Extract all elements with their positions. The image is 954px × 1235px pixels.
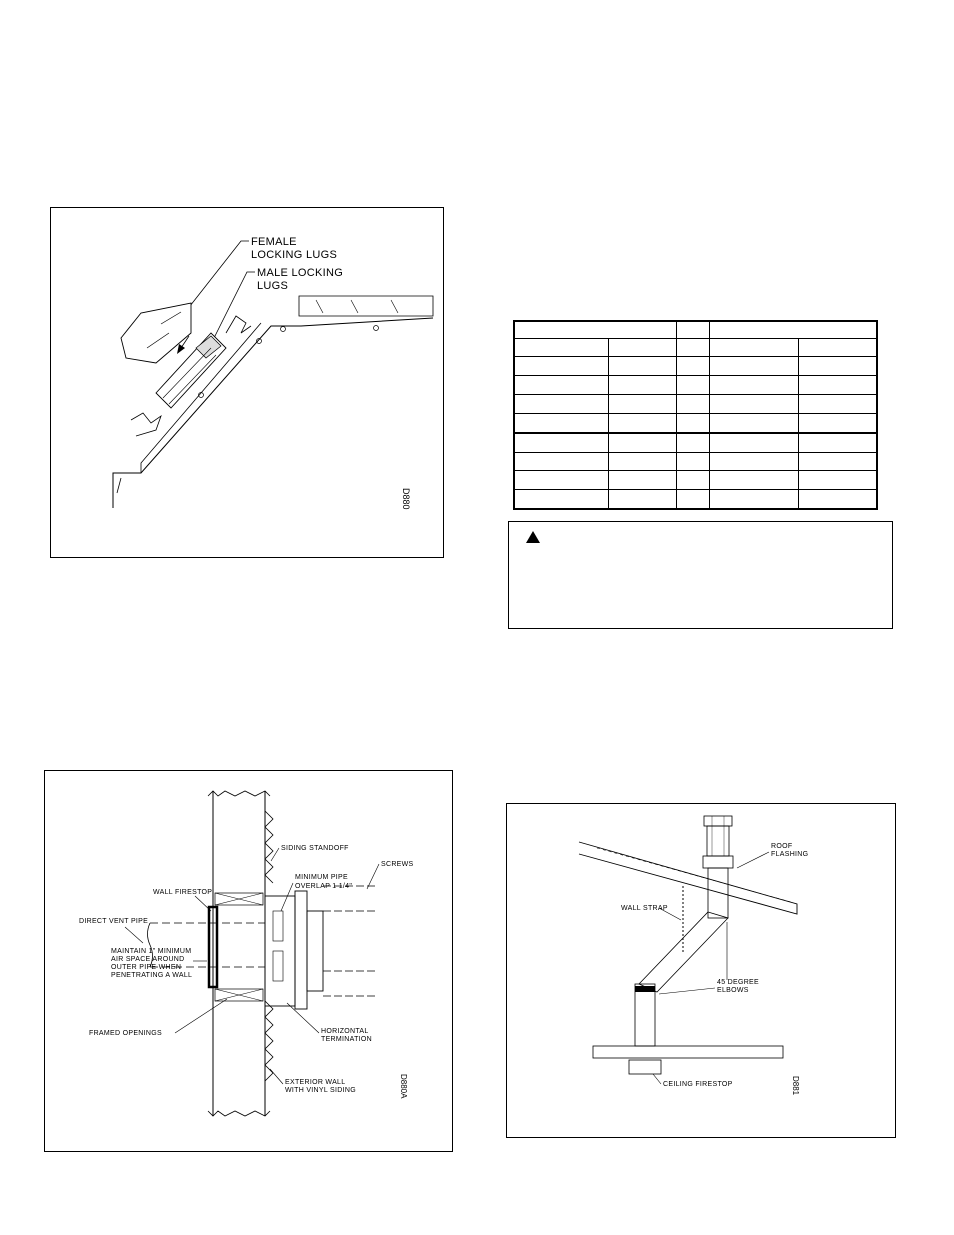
label-maintain-air-space-1: MAINTAIN 1" MINIMUM: [111, 948, 191, 955]
figure-code-d880: D880: [401, 488, 411, 510]
label-screws: SCREWS: [381, 861, 414, 868]
label-maintain-air-space-4: PENETRATING A WALL: [111, 972, 192, 979]
table-row: [513, 431, 878, 453]
label-direct-vent-pipe: DIRECT VENT PIPE: [79, 918, 148, 925]
label-minimum-pipe-2: OVERLAP 1 1/4": [295, 883, 352, 890]
label-siding-standoff: SIDING STANDOFF: [281, 845, 349, 852]
table-row: [513, 412, 878, 434]
figure-locking-lugs: FEMALE LOCKING LUGS MALE LOCKING LUGS: [50, 207, 444, 558]
label-roof-flashing-2: FLASHING: [771, 851, 808, 858]
table-row: [513, 394, 878, 414]
table-header-row: [513, 320, 878, 339]
label-wall-strap: WALL STRAP: [621, 905, 668, 912]
table-row: [513, 451, 878, 472]
label-female-locking-lugs-2: LOCKING LUGS: [251, 249, 337, 261]
label-elbows-2: ELBOWS: [717, 987, 749, 994]
figure-roof-offset: ROOF FLASHING WALL STRAP 45 DEGREE ELBOW…: [506, 803, 896, 1138]
label-minimum-pipe-1: MINIMUM PIPE: [295, 874, 348, 881]
label-horizontal-termination-2: TERMINATION: [321, 1036, 372, 1043]
table-row: [513, 489, 878, 510]
label-roof-flashing-1: ROOF: [771, 843, 792, 850]
wall-penetration-drawing: SIDING STANDOFF SCREWS WALL FIRESTOP MIN…: [79, 790, 414, 1117]
label-elbows-1: 45 DEGREE: [717, 979, 759, 986]
warning-triangle-icon: [526, 531, 540, 543]
table-row: [513, 356, 878, 377]
table-row: [513, 470, 878, 491]
table-row: [513, 375, 878, 396]
label-exterior-wall-1: EXTERIOR WALL: [285, 1079, 345, 1086]
label-female-locking-lugs-1: FEMALE: [251, 236, 297, 248]
table-row: [513, 337, 878, 358]
label-maintain-air-space-3: OUTER PIPE WHEN: [111, 964, 181, 971]
figure-wall-penetration: SIDING STANDOFF SCREWS WALL FIRESTOP MIN…: [44, 770, 453, 1152]
table-header-cell-mid: [675, 320, 710, 339]
warning-box: [508, 521, 893, 629]
label-male-locking-lugs-2: LUGS: [257, 280, 288, 292]
label-ceiling-firestop: CEILING FIRESTOP: [663, 1081, 733, 1088]
label-exterior-wall-2: WITH VINYL SIDING: [285, 1087, 356, 1094]
roof-offset-drawing: ROOF FLASHING WALL STRAP 45 DEGREE ELBOW…: [578, 815, 808, 1096]
label-maintain-air-space-2: AIR SPACE AROUND: [111, 956, 185, 963]
label-framed-openings: FRAMED OPENINGS: [89, 1030, 162, 1037]
table-header-cell-right: [708, 320, 878, 339]
figure-code-d880a: D880A: [399, 1074, 408, 1099]
figure-code-d881: D881: [791, 1076, 800, 1096]
label-horizontal-termination-1: HORIZONTAL: [321, 1028, 369, 1035]
table-header-cell-left: [513, 320, 677, 339]
data-table: [513, 320, 878, 510]
label-male-locking-lugs-1: MALE LOCKING: [257, 267, 343, 279]
locking-lugs-drawing: FEMALE LOCKING LUGS MALE LOCKING LUGS: [112, 236, 434, 510]
label-wall-firestop: WALL FIRESTOP: [153, 889, 212, 896]
